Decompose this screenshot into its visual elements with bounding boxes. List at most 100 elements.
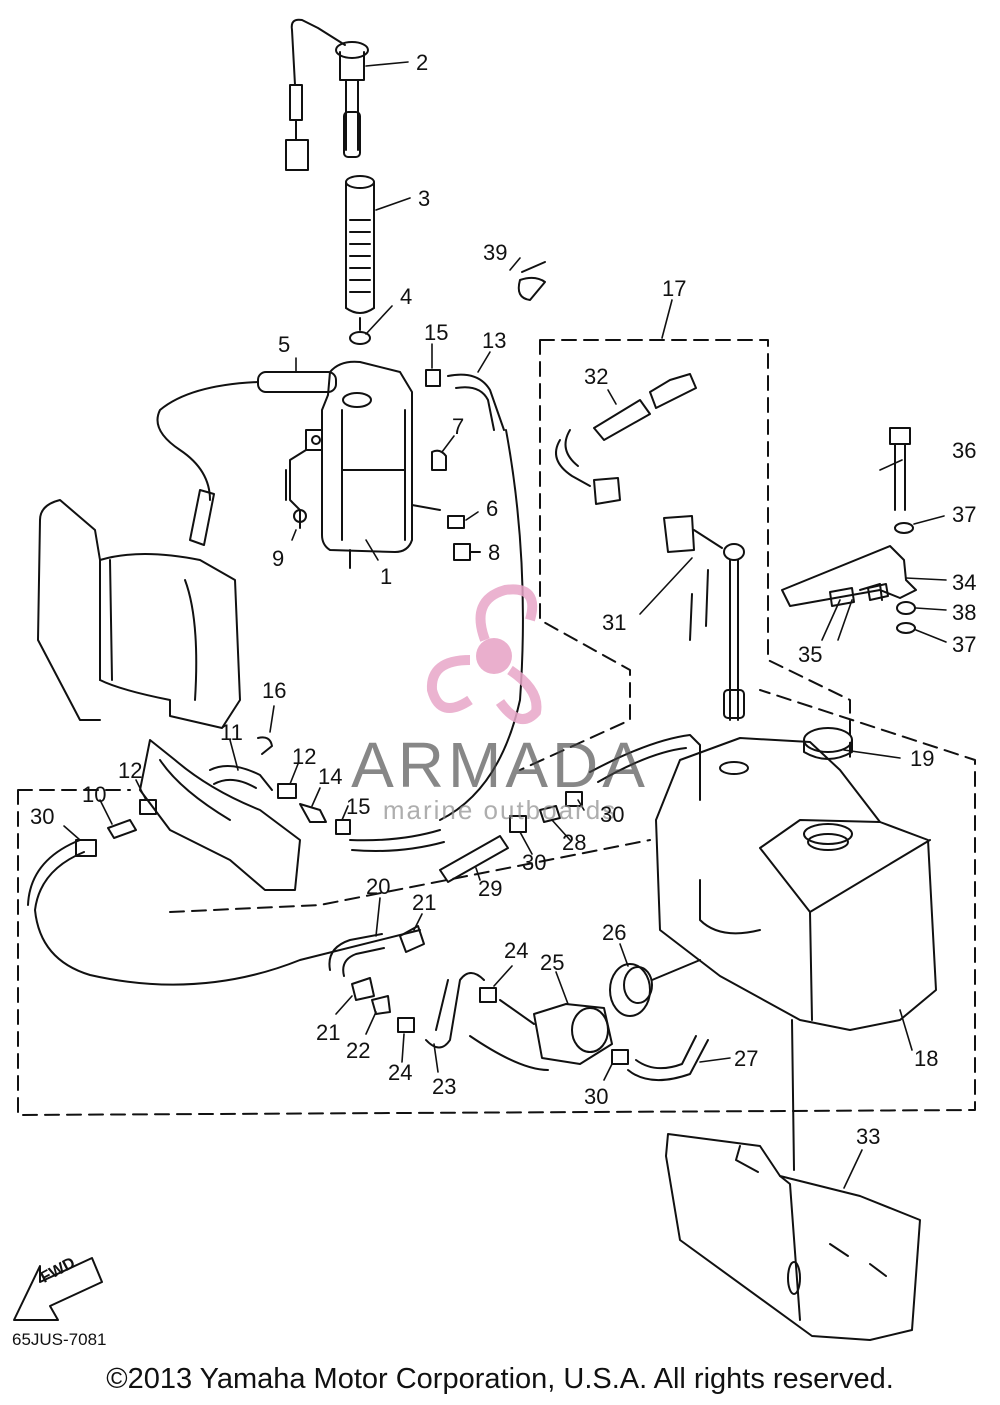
- part-label: 23: [432, 1074, 457, 1099]
- part-15-hose: [349, 829, 445, 852]
- part-3-oil-filter: [345, 175, 375, 331]
- part-label: 9: [272, 546, 285, 571]
- part-label: 6: [486, 496, 499, 521]
- part-label: 39: [483, 240, 508, 265]
- engine-cowling: [37, 499, 301, 891]
- part-19-filler-cap: [803, 727, 853, 760]
- part-15b-clamp: [335, 819, 351, 835]
- part-label: 30: [30, 804, 55, 829]
- part-label: 8: [488, 540, 501, 565]
- part-39-clip: [517, 261, 546, 301]
- part-label: 20: [366, 874, 391, 899]
- part-22-connector: [371, 995, 391, 1015]
- copyright-notice: ©2013 Yamaha Motor Corporation, U.S.A. A…: [106, 1363, 894, 1395]
- remote-tank-outline: [17, 689, 976, 1116]
- part-label: 14: [318, 764, 343, 789]
- part-label: 29: [478, 876, 503, 901]
- part-label: 37: [952, 502, 977, 527]
- part-10-connector: [107, 819, 137, 839]
- part-30d-clamp: [611, 1049, 629, 1065]
- part-31-sensor: [663, 515, 749, 775]
- part-label: 11: [220, 720, 243, 745]
- part-label: 2: [416, 50, 429, 75]
- part-label: 28: [562, 830, 587, 855]
- part-30b-clamp: [509, 815, 527, 833]
- part-label: 12: [292, 744, 317, 769]
- part-label: 30: [522, 850, 547, 875]
- part-34-bracket: [781, 545, 917, 607]
- tank-supply-hose: [589, 734, 701, 801]
- watermark-brand: ARMADA: [351, 729, 649, 801]
- part-11-hose: [209, 765, 273, 791]
- part-label: 18: [914, 1046, 939, 1071]
- part-28-connector: [539, 805, 561, 823]
- part-4-grommet: [349, 331, 371, 345]
- part-38-nut: [896, 601, 916, 615]
- part-label: 7: [452, 414, 465, 439]
- part-25-fuel-pump: [469, 999, 613, 1071]
- part-18-remote-tank: [655, 737, 937, 1031]
- part-9-sensor-lead: [285, 449, 307, 529]
- part-26-cap: [609, 959, 701, 1017]
- part-label: 1: [380, 564, 393, 589]
- part-label: 22: [346, 1038, 371, 1063]
- part-label: 35: [798, 642, 823, 667]
- part-label: 37: [952, 632, 977, 657]
- part-24b-clamp: [397, 1017, 415, 1033]
- part-12b-clamp: [139, 799, 157, 815]
- part-label: 38: [952, 600, 977, 625]
- part-6-fitting: [411, 504, 465, 529]
- part-21a-fitting: [399, 925, 425, 953]
- part-label: 27: [734, 1046, 759, 1071]
- part-12a-clamp: [277, 783, 297, 799]
- part-15-clamp: [425, 369, 441, 387]
- part-label: 16: [262, 678, 287, 703]
- leader-lines: [63, 61, 947, 1189]
- part-label: 17: [662, 276, 687, 301]
- part-2-oil-level-sensor: [285, 18, 369, 171]
- part-21b-fitting: [351, 977, 375, 1001]
- part-label: 36: [952, 438, 977, 463]
- part-13-hose: [447, 373, 505, 431]
- part-33-tank-bracket: [665, 1133, 921, 1341]
- part-16-clip: [257, 736, 273, 755]
- part-label: 24: [504, 938, 529, 963]
- part-32-harness: [555, 373, 697, 505]
- part-label: 13: [482, 328, 507, 353]
- part-label: 15: [424, 320, 449, 345]
- part-1-oil-tank: [305, 360, 413, 569]
- part-label: 12: [118, 758, 143, 783]
- part-20-hose: [328, 933, 385, 977]
- part-label: 5: [278, 332, 291, 357]
- part-label: 24: [388, 1060, 413, 1085]
- part-24a-clamp: [479, 987, 497, 1003]
- part-7-fitting: [431, 449, 447, 471]
- part-label: 30: [600, 802, 625, 827]
- part-label: 33: [856, 1124, 881, 1149]
- leader-tank-to-bracket: [791, 1019, 795, 1171]
- part-label: 31: [602, 610, 627, 635]
- part-label: 21: [316, 1020, 341, 1045]
- part-label: 19: [910, 746, 935, 771]
- part-37b-washer: [896, 622, 916, 634]
- long-fuel-hose: [27, 839, 421, 986]
- part-label: 21: [412, 890, 437, 915]
- part-label: 30: [584, 1084, 609, 1109]
- part-5-hose: [156, 371, 337, 546]
- part-14-connector: [299, 803, 327, 823]
- part-label: 3: [418, 186, 431, 211]
- watermark-tagline: marine outboards: [382, 795, 618, 825]
- part-label: 32: [584, 364, 609, 389]
- assembly-17-outline: [519, 339, 851, 771]
- part-30a-clamp: [75, 839, 97, 857]
- part-label: 25: [540, 950, 565, 975]
- part-label: 26: [602, 920, 627, 945]
- part-36-bolt: [889, 427, 911, 511]
- fwd-arrow: [13, 1257, 103, 1321]
- part-23-hose: [425, 972, 485, 1049]
- part-9-sensor: [293, 509, 307, 523]
- part-label: 10: [82, 782, 107, 807]
- part-29-hose: [439, 835, 509, 883]
- watermark-logo: [426, 584, 542, 724]
